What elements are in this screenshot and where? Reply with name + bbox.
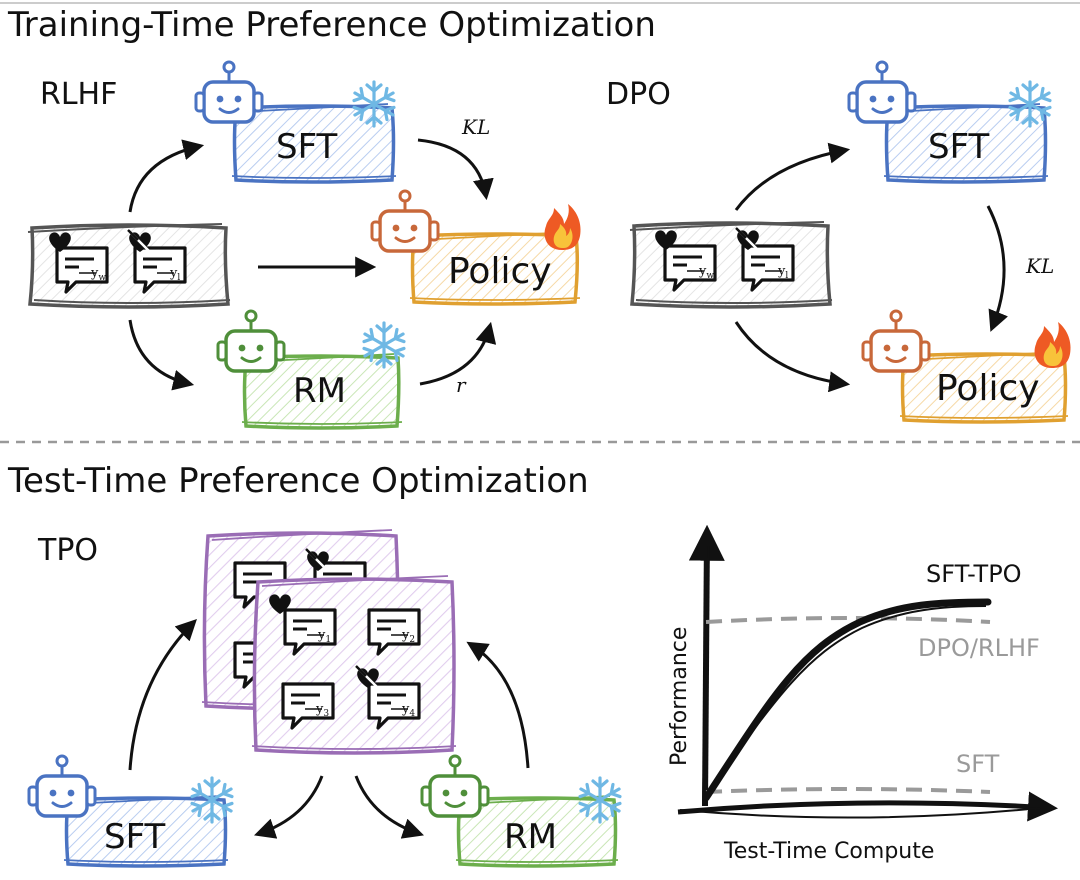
x-axis-label: Test-Time Compute — [723, 839, 934, 864]
rlhf-kl-label: KL — [461, 115, 490, 139]
y-axis-label: Performance — [667, 627, 692, 766]
arrow-pair-to-sft — [128, 139, 205, 213]
pair-label-yl: yl — [777, 264, 788, 281]
rlhf-label: RLHF — [40, 77, 117, 112]
rlhf-rm-label: RM — [293, 371, 346, 411]
dpo-policy-label: Policy — [936, 368, 1040, 409]
series-label-sft-tpo: SFT-TPO — [926, 560, 1022, 588]
pair-label-yl: yl — [169, 266, 180, 283]
arrow-sft-to-policy — [417, 138, 494, 201]
arrow-dpo-sft-to-policy — [986, 205, 1009, 332]
arrow-rm-to-policy — [419, 321, 497, 386]
rlhf-policy-label: Policy — [448, 251, 552, 292]
dpo-sft-label: SFT — [928, 127, 990, 167]
rlhf-reward-label: r — [456, 373, 467, 397]
chart-x-axis — [677, 791, 1058, 822]
response-label-y2: y2 — [401, 628, 415, 645]
pair-label-yw: yw — [698, 264, 714, 281]
robot-icon — [861, 309, 931, 373]
arrow-responses-to-rm — [354, 775, 424, 839]
tpo-rm-label: RM — [504, 817, 557, 857]
rlhf-sft-box: SFT — [231, 103, 397, 184]
arrow-rm-to-responses — [466, 641, 530, 769]
robot-icon — [27, 754, 97, 818]
dpo-kl-label: KL — [1025, 254, 1054, 278]
pair-label-yw: yw — [90, 266, 106, 283]
robot-icon — [847, 60, 917, 124]
arrow-pair-to-rm — [128, 319, 195, 391]
robot-icon — [370, 189, 440, 253]
training-title: Training-Time Preference Optimization — [7, 5, 656, 45]
tpo-label: TPO — [37, 533, 98, 568]
dpo-label: DPO — [606, 77, 671, 112]
series-line-sft — [705, 787, 991, 794]
robot-icon — [194, 60, 264, 124]
arrow-sft-to-responses — [128, 619, 197, 771]
response-label-y4: y4 — [401, 702, 415, 719]
test-title: Test-Time Preference Optimization — [7, 461, 589, 501]
flame-icon — [544, 204, 581, 250]
robot-icon — [420, 754, 490, 818]
flame-icon — [1034, 322, 1071, 368]
tpo-response-pool-front: y1 y2 y3 y4 — [251, 575, 457, 755]
arrow-responses-to-sft — [254, 775, 324, 839]
rlhf-rm-box: RM — [241, 353, 403, 430]
series-line-dpo-rlhf — [705, 616, 991, 624]
dpo-sft-box: SFT — [883, 103, 1049, 184]
dpo-preference-pair: yw yl — [629, 221, 833, 309]
rlhf-sft-label: SFT — [276, 127, 338, 167]
rlhf-preference-pair: yw yl — [27, 223, 231, 309]
performance-chart: SFT-TPO DPO/RLHF SFT Test-Time Compute P… — [667, 524, 1058, 864]
arrow-dpo-pair-to-sft — [734, 142, 851, 211]
response-label-y1: y1 — [317, 628, 331, 645]
series-label-sft: SFT — [956, 750, 1000, 778]
series-line-sft-tpo — [702, 598, 992, 802]
series-label-dpo-rlhf: DPO/RLHF — [918, 634, 1040, 662]
robot-icon — [216, 309, 286, 373]
tpo-sft-label: SFT — [104, 817, 166, 857]
response-label-y3: y3 — [315, 702, 329, 719]
arrow-dpo-pair-to-policy — [734, 321, 851, 393]
tpo-sft-box: SFT — [63, 795, 229, 868]
